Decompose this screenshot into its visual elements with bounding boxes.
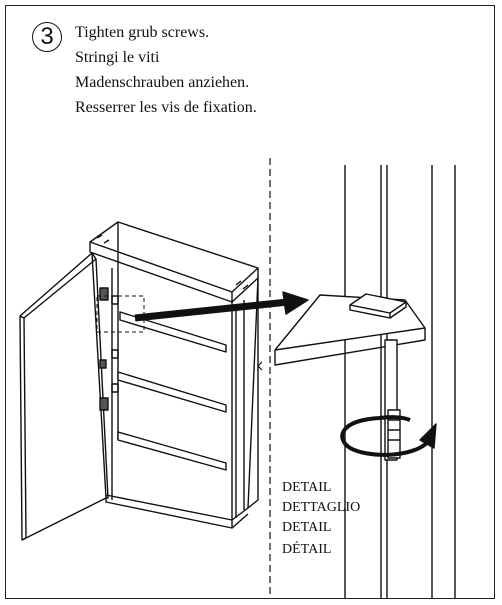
instruction-en: Tighten grub screws. (75, 24, 210, 41)
instruction-panel-frame (5, 5, 495, 599)
step-number-badge: 3 (32, 22, 62, 52)
detail-label-it: DETTAGLIO (282, 500, 361, 515)
detail-label-de: DETAIL (282, 520, 332, 535)
detail-label-fr: DÉTAIL (282, 542, 332, 557)
detail-drawing (257, 158, 456, 598)
instruction-fr: Resserrer les vis de fixation. (75, 99, 257, 116)
cabinet-drawing (19, 221, 259, 541)
detail-pointer-arrow (134, 291, 309, 322)
instruction-de: Madenschrauben anziehen. (75, 74, 250, 91)
rotation-arrow-icon (340, 415, 437, 457)
detail-label-en: DETAIL (282, 480, 332, 495)
instruction-it: Stringi le viti (75, 49, 160, 66)
